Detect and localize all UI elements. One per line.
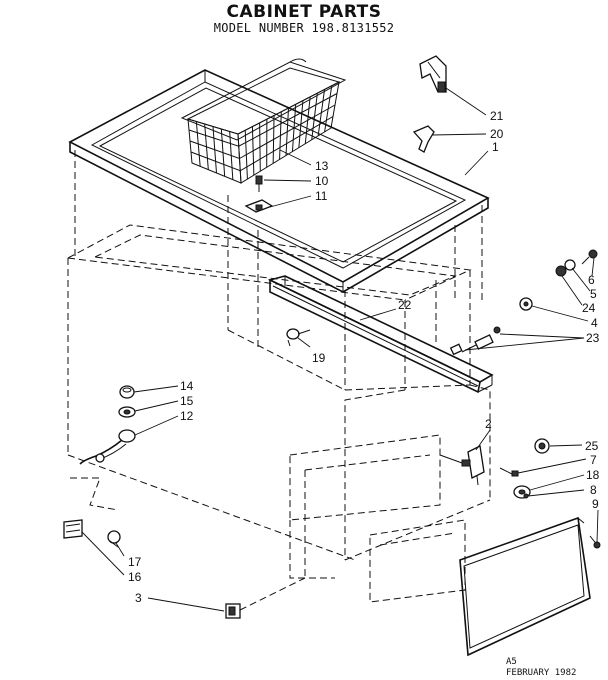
cap-14	[119, 385, 135, 399]
ring-15	[118, 406, 136, 418]
callout-18: 18	[586, 468, 600, 482]
callout-4: 4	[591, 316, 598, 330]
leg-3	[225, 577, 306, 619]
footer-code: A5	[506, 657, 517, 667]
callout-19: 19	[312, 351, 326, 365]
nut-8	[523, 493, 529, 499]
callout-23: 23	[586, 331, 600, 345]
callout-16: 16	[128, 570, 142, 584]
nut-24	[555, 265, 567, 277]
callout-2: 2	[485, 417, 492, 431]
callout-7: 7	[590, 453, 597, 467]
basket-band	[189, 104, 336, 160]
grille-panel	[459, 516, 591, 657]
model-number: MODEL NUMBER 198.8131552	[213, 21, 395, 35]
callout-13: 13	[315, 159, 329, 173]
lid-frame	[68, 69, 490, 293]
callout-24: 24	[582, 301, 596, 315]
hinge-cover	[412, 125, 435, 153]
callout-3: 3	[135, 591, 142, 605]
callout-25: 25	[585, 439, 599, 453]
screw-6	[581, 249, 598, 265]
bracket-11	[244, 199, 274, 213]
callout-22: 22	[398, 298, 412, 312]
screw-9	[589, 535, 601, 549]
callout-20: 20	[490, 127, 504, 141]
lock-assembly	[449, 326, 501, 356]
cabinet-outline	[67, 150, 491, 603]
callout-6: 6	[588, 273, 595, 287]
basket-band	[188, 93, 338, 147]
breaker-strip	[267, 275, 494, 394]
callout-9: 9	[592, 497, 599, 511]
callout-8: 8	[590, 483, 597, 497]
callout-1: 1	[492, 140, 499, 154]
screw-7	[499, 467, 519, 477]
callout-10: 10	[315, 174, 329, 188]
washer-5	[564, 259, 576, 271]
drain-tube-12	[79, 429, 136, 465]
screw-17	[107, 530, 121, 548]
switch-2	[439, 445, 485, 486]
hinge-part	[419, 55, 447, 93]
latch-16	[63, 519, 83, 539]
callout-12: 12	[180, 409, 194, 423]
footer-date: FEBRUARY 1982	[506, 668, 577, 678]
basket	[180, 58, 347, 184]
callout-17: 17	[128, 555, 142, 569]
diagram-title: CABINET PARTS	[226, 2, 382, 22]
callouts: 21 20 1 13 10 11 22 19 6 5	[81, 87, 600, 612]
washer-4	[519, 297, 533, 311]
callout-11: 11	[315, 189, 328, 203]
callout-15: 15	[180, 394, 194, 408]
callout-14: 14	[180, 379, 194, 393]
knob-25	[534, 438, 550, 454]
callout-21: 21	[490, 109, 504, 123]
drain-plug	[286, 328, 311, 347]
callout-5: 5	[590, 287, 597, 301]
screw-10	[255, 175, 263, 192]
basket-band	[190, 116, 334, 172]
